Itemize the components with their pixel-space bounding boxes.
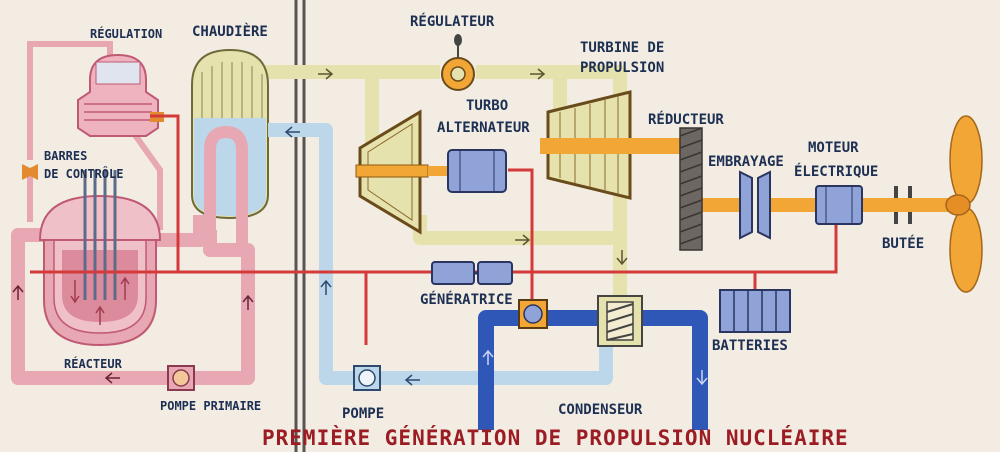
- turbo-alternator-turbine: [355, 109, 429, 235]
- feed-pump: [353, 365, 381, 391]
- label-pompe-primaire: POMPE PRIMAIRE: [160, 399, 261, 413]
- flow-arrow: [404, 374, 420, 386]
- propulsion-shaft: [540, 138, 950, 212]
- label-moteur-line2: ÉLECTRIQUE: [794, 163, 878, 180]
- flow-arrow: [318, 68, 334, 80]
- seawater-line: [478, 310, 708, 430]
- batteries-bank: [719, 289, 791, 333]
- regulation-valve: [22, 164, 38, 180]
- feedwater-line: [268, 123, 613, 385]
- label-turbo-line1: TURBO: [466, 98, 508, 114]
- flow-arrow: [696, 370, 708, 386]
- label-batteries: BATTERIES: [712, 338, 788, 354]
- flow-arrow: [482, 349, 494, 365]
- primary-pump: [167, 365, 195, 391]
- primary-pipe-outer: [11, 228, 172, 385]
- label-generatrice: GÉNÉRATRICE: [420, 291, 513, 308]
- label-reacteur: RÉACTEUR: [64, 356, 123, 371]
- label-moteur-line1: MOTEUR: [808, 140, 859, 156]
- boiler-u-tube: [204, 125, 248, 250]
- diagram-title: PREMIÈRE GÉNÉRATION DE PROPULSION NUCLÉA…: [262, 425, 849, 450]
- flow-arrow: [515, 234, 531, 246]
- label-turbine-line1: TURBINE DE: [580, 40, 664, 56]
- flow-arrow: [242, 294, 254, 310]
- flow-arrow: [616, 250, 628, 266]
- propeller: [945, 115, 983, 293]
- flow-arrow: [284, 126, 300, 138]
- clutch: [739, 170, 771, 240]
- thrust-bearing: [894, 186, 912, 224]
- regulator-valve: [441, 34, 475, 91]
- steam-lines: [262, 65, 627, 300]
- flow-arrow: [104, 372, 120, 384]
- label-barres-line2: DE CONTRÔLE: [44, 166, 123, 181]
- label-reducteur: RÉDUCTEUR: [648, 111, 724, 128]
- label-butee: BUTÉE: [882, 235, 924, 252]
- condenser: [597, 295, 643, 347]
- flow-arrow: [530, 68, 546, 80]
- regulation-pressurizer: [77, 53, 164, 137]
- electric-lines: [30, 114, 838, 345]
- regulation-line: [27, 41, 113, 160]
- reactor-vessel: [38, 170, 162, 347]
- flow-arrow: [12, 284, 24, 300]
- condensate-pump: [518, 299, 548, 329]
- electric-motor: [815, 185, 863, 225]
- label-turbo-line2: ALTERNATEUR: [437, 120, 530, 136]
- label-chaudiere: CHAUDIÈRE: [192, 23, 268, 40]
- turbo-alternator-generator: [428, 149, 507, 193]
- generator: [431, 261, 513, 285]
- label-embrayage: EMBRAYAGE: [708, 154, 784, 170]
- pressurizer-line: [127, 126, 163, 230]
- reduction-gear: [679, 127, 703, 251]
- label-barres-line1: BARRES: [44, 149, 87, 163]
- flow-arrow: [320, 279, 332, 295]
- label-condenseur: CONDENSEUR: [558, 402, 643, 418]
- label-turbine-line2: PROPULSION: [580, 60, 664, 76]
- primary-pipe-return: [192, 230, 255, 385]
- label-regulation: RÉGULATION: [90, 26, 162, 41]
- label-regulateur: RÉGULATEUR: [410, 13, 495, 30]
- label-pompe: POMPE: [342, 406, 384, 422]
